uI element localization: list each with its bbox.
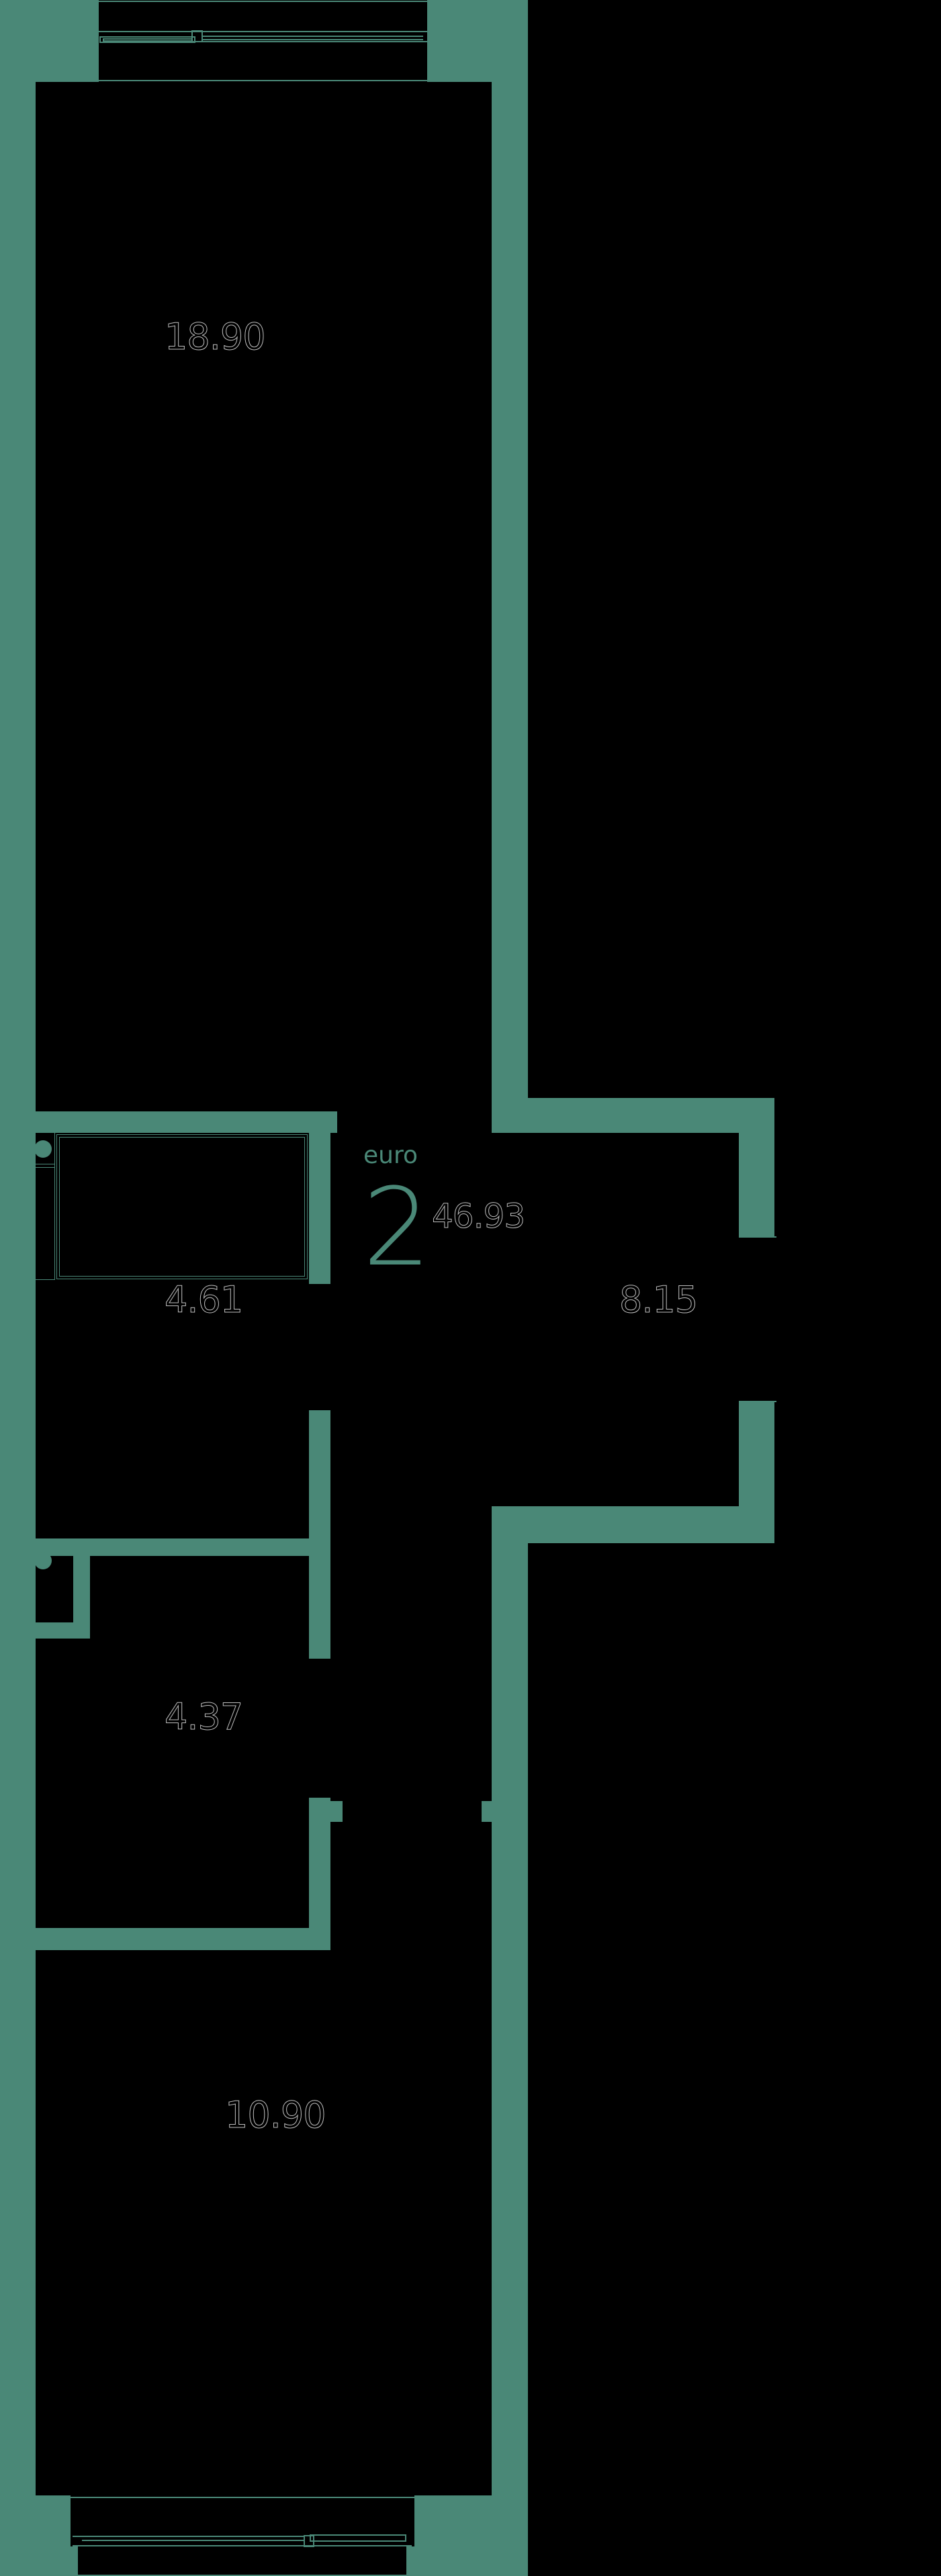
entrance-door-stub-left	[330, 1801, 343, 1822]
top-window-jamb-right	[427, 30, 435, 82]
top-window-jamb-left	[91, 30, 99, 82]
bathroom-top-wall	[0, 1111, 337, 1133]
room-area-kitchen-living: 8.15	[619, 1279, 698, 1322]
bedroom-top-wall	[36, 1928, 330, 1950]
bay-top-wall	[492, 1098, 774, 1133]
bottom-wall-left	[0, 2495, 71, 2576]
right-exterior-wall-lower	[492, 1506, 528, 2576]
bottom-window-jamb-right	[406, 2546, 414, 2576]
total-area: 46.93	[431, 1197, 525, 1236]
top-wall-right	[427, 0, 528, 82]
bathroom-inner-outline-2	[59, 1137, 305, 1277]
pipe-icon	[34, 1140, 52, 1158]
top-window-outer-line	[99, 1, 427, 2]
left-exterior-wall	[0, 82, 36, 2576]
bathroom-right-wall-lower	[309, 1410, 330, 1659]
room-area-living-room: 18.90	[165, 316, 267, 359]
right-exterior-wall-upper	[492, 82, 528, 1133]
room-area-bedroom: 10.90	[225, 2094, 327, 2137]
bay-window-line-upper	[739, 1236, 776, 1238]
bay-right-wall-upper	[739, 1098, 774, 1237]
top-wall-left	[0, 0, 99, 82]
bay-bottom-wall	[492, 1506, 774, 1543]
bottom-wall-right	[414, 2495, 528, 2576]
hallway-right-wall	[309, 1798, 330, 1950]
bathroom-right-wall-upper	[309, 1111, 330, 1284]
room-area-bathroom: 4.61	[164, 1279, 243, 1322]
rooms-count: 2	[363, 1164, 431, 1290]
bay-window-line-lower	[739, 1401, 776, 1402]
bottom-window-jamb-left	[71, 2546, 78, 2576]
room-area-hallway: 4.37	[164, 1696, 243, 1739]
bathroom-bottom-wall	[0, 1538, 330, 1556]
pipe-icon	[34, 1552, 52, 1569]
bathroom-inner-outline	[56, 1134, 308, 1279]
entrance-door-stub-right	[482, 1801, 492, 1822]
apartment-type-label: euro	[363, 1142, 418, 1169]
